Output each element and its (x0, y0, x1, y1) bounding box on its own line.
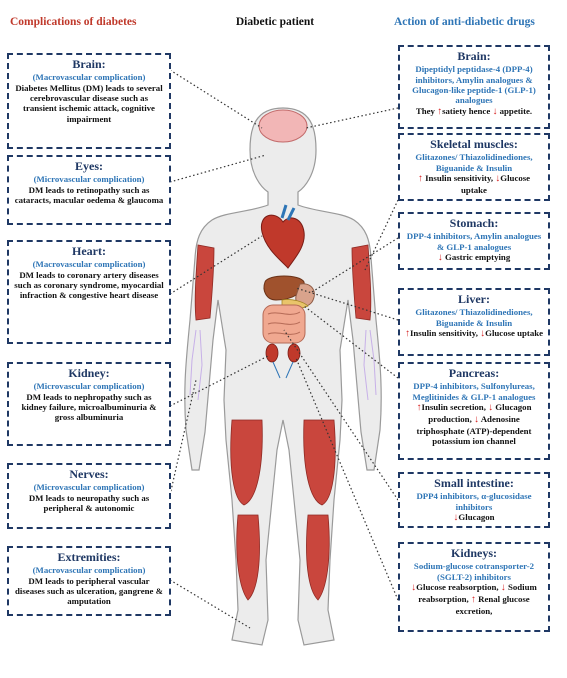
down-arrow-icon: ↓ (480, 327, 486, 339)
connector-lines (169, 69, 399, 629)
box-effects: ↑ Insulin sensitivity, ↓Glucose uptake (404, 173, 544, 195)
effect-text: Glucagon (458, 511, 495, 522)
up-arrow-icon: ↑ (437, 105, 443, 117)
small-intestine-drug-box: Small intestine: DPP4 inhibitors, α-gluc… (398, 472, 550, 528)
box-description: Diabetes Mellitus (DM) leads to several … (15, 82, 163, 124)
box-subtitle: (Macrovascular complication) (32, 72, 146, 83)
up-arrow-icon: ↑ (470, 593, 476, 605)
skeletal-muscles-drug-box: Skeletal muscles: Glitazones/ Thiazolidi… (398, 133, 550, 201)
box-drugs: Sodium-glucose cotransporter-2 (SGLT-2) … (413, 561, 535, 582)
effect-text: They (415, 105, 438, 116)
box-title: Extremities: (57, 550, 121, 564)
box-subtitle: (Macrovascular complication) (32, 565, 146, 576)
heart-organ (260, 214, 305, 269)
effect-text: Glucose uptake (461, 172, 531, 195)
box-effects: ↓Glucagon (404, 512, 544, 524)
box-effects: ↓ Gastric emptying (404, 252, 544, 264)
down-arrow-icon: ↓ (500, 581, 506, 593)
up-arrow-icon: ↑ (404, 327, 410, 339)
effect-text: satiety hence (442, 105, 493, 116)
brain-drug-box: Brain: Dipeptidyl peptidase-4 (DPP-4) in… (398, 45, 550, 129)
box-title: Kidneys: (450, 546, 497, 560)
up-arrow-icon: ↑ (416, 401, 422, 413)
box-effects: ↓Glucose reabsorption, ↓ Sodium reabsorp… (404, 582, 544, 616)
body-silhouette (184, 107, 382, 646)
box-title: Nerves: (69, 467, 109, 481)
effect-text: Gastric emptying (442, 251, 511, 262)
box-description: DM leads to coronary artery diseases suc… (14, 269, 164, 301)
box-subtitle: (Microvascular complication) (33, 381, 145, 392)
effect-text: Glucagon production, (428, 401, 532, 424)
nerves-complication-box: Nerves: (Microvascular complication) DM … (7, 463, 171, 529)
box-description: DM leads to peripheral vascular diseases… (15, 575, 163, 607)
box-description: DM leads to neuropathy such as periphera… (28, 492, 150, 513)
kidneys-organ (265, 343, 301, 363)
box-subtitle: (Microvascular complication) (33, 482, 145, 493)
box-subtitle: (Macrovascular complication) (32, 259, 146, 270)
effect-text: Renal glucose excretion, (455, 593, 530, 616)
box-drugs: Glitazones/ Thiazolidinediones, Biguanid… (415, 307, 533, 328)
box-title: Brain: (72, 57, 106, 71)
box-drugs: Glitazones/ Thiazolidinediones, Biguanid… (415, 152, 533, 173)
box-title: Brain: (457, 49, 491, 63)
box-description: DM leads to nephropathy such as kidney f… (21, 391, 157, 423)
pancreas-drug-box: Pancreas: DPP-4 inhibitors, Sulfonylurea… (398, 362, 550, 460)
effect-text: Insulin sensitivity, (409, 327, 481, 338)
box-title: Liver: (458, 292, 490, 306)
down-arrow-icon: ↓ (453, 511, 459, 523)
kidney-complication-box: Kidney: (Microvascular complication) DM … (7, 362, 171, 446)
down-arrow-icon: ↓ (492, 105, 498, 117)
heart-complication-box: Heart: (Macrovascular complication) DM l… (7, 240, 171, 344)
effect-text: Insulin secretion, (421, 401, 489, 412)
box-title: Kidney: (68, 366, 110, 380)
intestines-organ (262, 304, 306, 344)
complications-header: Complications of diabetes (10, 16, 137, 28)
box-title: Stomach: (449, 216, 499, 230)
effect-text: Glucose uptake (485, 327, 544, 338)
down-arrow-icon: ↓ (495, 172, 501, 184)
box-title: Small intestine: (434, 476, 514, 490)
box-title: Pancreas: (448, 366, 500, 380)
drugs-header: Action of anti-diabetic drugs (394, 16, 535, 28)
box-title: Heart: (72, 244, 106, 258)
effect-text: Adenosine triphosphate (ATP)-dependent p… (416, 413, 532, 446)
box-description: DM leads to retinopathy such as cataract… (14, 184, 164, 205)
effect-text: Sodium reabsorption, (418, 581, 537, 604)
arm-nerves (189, 329, 377, 401)
stomach-drug-box: Stomach: DPP-4 inhibitors, Amylin analog… (398, 212, 550, 270)
kidneys-drug-box: Kidneys: Sodium-glucose cotransporter-2 … (398, 542, 550, 632)
liver-drug-box: Liver: Glitazones/ Thiazolidinediones, B… (398, 288, 550, 356)
box-drugs: DPP4 inhibitors, α-glucosidase inhibitor… (416, 491, 532, 512)
extremities-complication-box: Extremities: (Macrovascular complication… (7, 546, 171, 616)
effect-text: Insulin sensitivity, (422, 172, 496, 183)
effect-text: Glucose reabsorption, (416, 581, 501, 592)
leg-muscles (230, 419, 336, 601)
up-arrow-icon: ↑ (417, 172, 423, 184)
heart-vessels (280, 204, 296, 221)
ureters (272, 361, 294, 379)
down-arrow-icon: ↓ (488, 401, 494, 413)
brain-complication-box: Brain: (Macrovascular complication) Diab… (7, 53, 171, 149)
box-effects: ↑Insulin secretion, ↓ Glucagon productio… (404, 402, 544, 446)
box-subtitle: (Microvascular complication) (33, 174, 145, 185)
box-title: Eyes: (75, 159, 103, 173)
effect-text: appetite. (497, 105, 533, 116)
box-effects: ↑Insulin sensitivity, ↓Glucose uptake (404, 328, 544, 340)
eyes-complication-box: Eyes: (Microvascular complication) DM le… (7, 155, 171, 225)
down-arrow-icon: ↓ (473, 413, 479, 425)
patient-header: Diabetic patient (235, 16, 315, 28)
down-arrow-icon: ↓ (437, 251, 443, 263)
box-drugs: Dipeptidyl peptidase-4 (DPP-4) inhibitor… (412, 64, 536, 106)
down-arrow-icon: ↓ (411, 581, 417, 593)
box-effects: They ↑satiety hence ↓ appetite. (404, 106, 544, 118)
brain-organ (258, 109, 308, 143)
box-title: Skeletal muscles: (430, 137, 518, 151)
box-drugs: DPP-4 inhibitors, Sulfonylureas, Megliti… (412, 381, 536, 402)
box-drugs: DPP-4 inhibitors, Amylin analogues & GLP… (406, 231, 542, 252)
